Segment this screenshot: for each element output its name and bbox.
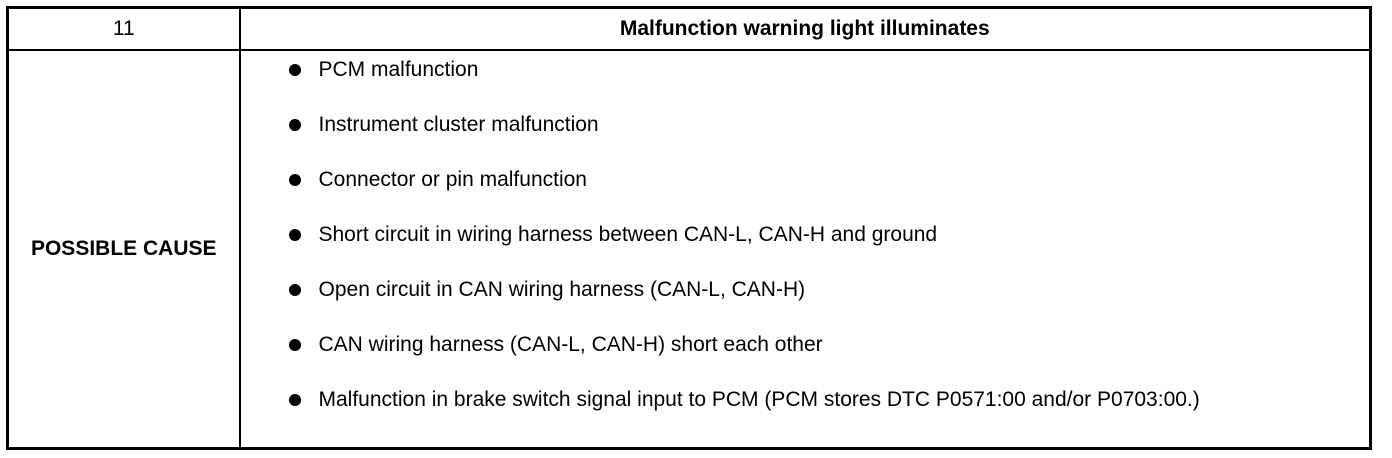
cause-text: Connector or pin malfunction <box>318 167 587 191</box>
cause-item: CAN wiring harness (CAN-L, CAN-H) short … <box>241 333 1370 357</box>
cause-text: Open circuit in CAN wiring harness (CAN-… <box>318 277 806 301</box>
possible-cause-label: POSSIBLE CAUSE <box>6 48 241 450</box>
bullet-icon <box>288 63 301 76</box>
cause-text: CAN wiring harness (CAN-L, CAN-H) short … <box>318 332 823 356</box>
possible-cause-cell: PCM malfunction Instrument cluster malfu… <box>238 48 1372 450</box>
diagnostic-step-table: 11 Malfunction warning light illuminates… <box>6 6 1372 450</box>
header-row: 11 Malfunction warning light illuminates <box>6 6 1372 51</box>
cause-item: Instrument cluster malfunction <box>241 113 1370 137</box>
cause-item: PCM malfunction <box>241 58 1370 82</box>
bullet-icon <box>288 393 301 406</box>
possible-cause-row: POSSIBLE CAUSE PCM malfunction Instrumen… <box>6 48 1372 450</box>
cause-text: Instrument cluster malfunction <box>318 112 599 136</box>
cause-item: Malfunction in brake switch signal input… <box>241 388 1370 412</box>
bullet-icon <box>288 338 301 351</box>
cause-text: Short circuit in wiring harness between … <box>318 222 938 246</box>
cause-item: Open circuit in CAN wiring harness (CAN-… <box>241 278 1370 302</box>
cause-item: Connector or pin malfunction <box>241 168 1370 192</box>
cause-text: Malfunction in brake switch signal input… <box>318 387 1200 411</box>
cause-list: PCM malfunction Instrument cluster malfu… <box>241 58 1370 412</box>
bullet-icon <box>288 228 301 241</box>
step-number: 11 <box>6 6 241 51</box>
cause-text: PCM malfunction <box>318 57 479 81</box>
bullet-icon <box>288 173 301 186</box>
bullet-icon <box>288 283 301 296</box>
bullet-icon <box>288 118 301 131</box>
step-title: Malfunction warning light illuminates <box>238 6 1372 51</box>
cause-item: Short circuit in wiring harness between … <box>241 223 1370 247</box>
